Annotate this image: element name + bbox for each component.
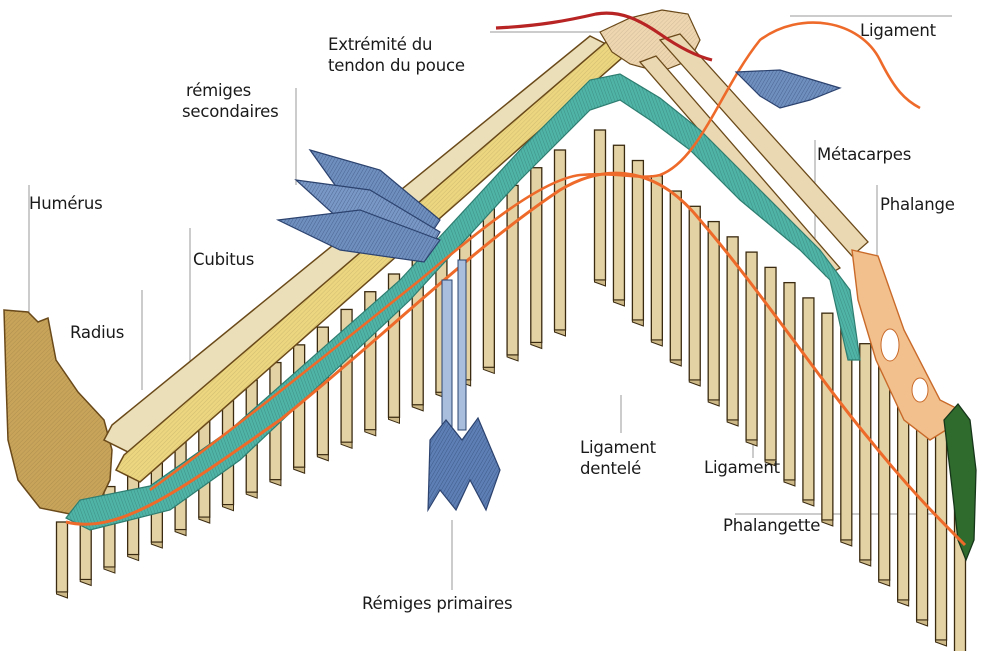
label-line: Ligament bbox=[860, 21, 936, 40]
feather-quill-tip bbox=[594, 279, 606, 287]
tendon-upper bbox=[149, 21, 921, 492]
feather-quill-tip bbox=[482, 366, 495, 375]
label-ligament-dentele: Ligament dentelé bbox=[580, 437, 656, 479]
feather-quill-tip bbox=[79, 579, 92, 587]
phalange-hole bbox=[880, 328, 900, 362]
label-line: Cubitus bbox=[193, 250, 255, 269]
feather-quill-tip bbox=[897, 599, 910, 607]
feather-quill-tip bbox=[103, 566, 116, 574]
primary-feather bbox=[427, 259, 501, 513]
feather-quill bbox=[553, 149, 567, 331]
feather-quill-tip bbox=[802, 499, 815, 507]
label-metacarpes: Métacarpes bbox=[817, 144, 911, 165]
feather-quills bbox=[55, 129, 967, 651]
feather-quill bbox=[878, 358, 891, 581]
label-line: dentelé bbox=[580, 459, 642, 478]
label-line: Ligament bbox=[704, 458, 780, 477]
feather-quill bbox=[859, 343, 872, 561]
secondary-feathers bbox=[275, 148, 441, 263]
feather-quill-tip bbox=[840, 539, 853, 547]
feather-quill-tip bbox=[554, 329, 566, 337]
label-line: rémiges bbox=[186, 81, 252, 100]
feather-quill bbox=[783, 281, 796, 481]
feather-quill bbox=[650, 175, 663, 341]
feather-quill bbox=[593, 129, 607, 281]
alula-feather bbox=[734, 69, 842, 109]
feather-quill-tip bbox=[530, 341, 543, 350]
feather-quill-tip bbox=[612, 299, 625, 307]
phalange-hole-2 bbox=[911, 377, 929, 403]
label-remiges-primaires: Rémiges primaires bbox=[362, 593, 513, 614]
label-line: Rémiges primaires bbox=[362, 594, 513, 613]
feather-quill-tip bbox=[878, 579, 891, 587]
feather-quill-tip bbox=[411, 404, 424, 412]
metacarpal-bone bbox=[658, 33, 869, 257]
label-phalangette: Phalangette bbox=[723, 515, 820, 536]
label-ligament-bottom: Ligament bbox=[704, 457, 780, 478]
feather-quill bbox=[707, 220, 720, 401]
feather-quill-tip bbox=[269, 479, 282, 487]
feather-quill bbox=[802, 297, 815, 501]
label-ligament-top: Ligament bbox=[860, 20, 936, 41]
feather-quill-tip bbox=[222, 504, 234, 512]
label-line: tendon du pouce bbox=[328, 56, 465, 75]
feather-quill-tip bbox=[388, 416, 400, 425]
label-line: Ligament bbox=[580, 438, 656, 457]
feather-quill-tip bbox=[245, 491, 258, 499]
feather-quill-tip bbox=[669, 359, 682, 367]
feather-quill-tip bbox=[340, 441, 353, 449]
feather-quill bbox=[631, 159, 645, 321]
label-line: Radius bbox=[70, 323, 125, 342]
feather-quill-tip bbox=[631, 319, 644, 327]
feather-quill-tip bbox=[174, 529, 187, 537]
label-radius: Radius bbox=[70, 322, 124, 343]
feather-quill-tip bbox=[150, 541, 163, 549]
feather-quill bbox=[55, 521, 69, 593]
label-remiges-secondaires: rémiges secondaires bbox=[182, 80, 279, 122]
label-cubitus: Cubitus bbox=[193, 249, 254, 270]
feather-quill bbox=[821, 312, 834, 521]
feather-quill-tip bbox=[650, 339, 663, 347]
tendon-pouce-red bbox=[495, 11, 713, 62]
feather-quill-tip bbox=[821, 519, 834, 527]
label-line: Extrémité du bbox=[328, 35, 433, 54]
feather-quill-tip bbox=[745, 439, 758, 447]
label-line: Phalangette bbox=[723, 516, 821, 535]
feather-quill-tip bbox=[316, 454, 329, 462]
feather-quill-tip bbox=[726, 419, 739, 427]
feather-quill-tip bbox=[56, 591, 68, 599]
feather-quill bbox=[669, 190, 682, 361]
label-phalange: Phalange bbox=[880, 194, 955, 215]
feather-quill-tip bbox=[707, 399, 720, 407]
feather-quill-tip bbox=[688, 379, 701, 387]
feather-quill-tip bbox=[783, 479, 796, 487]
label-humerus: Humérus bbox=[29, 193, 103, 214]
phalangette-claw bbox=[943, 402, 977, 562]
feather-quill-tip bbox=[935, 639, 948, 647]
feather-quill-tip bbox=[916, 619, 929, 627]
label-line: Humérus bbox=[29, 194, 103, 213]
label-extremite-tendon-pouce: Extrémité du tendon du pouce bbox=[328, 34, 465, 76]
feather-quill bbox=[688, 205, 701, 381]
feather-quill-tip bbox=[198, 516, 211, 524]
feather-quill bbox=[612, 144, 626, 301]
feather-quill-tip bbox=[764, 459, 777, 467]
feather-quill bbox=[764, 266, 777, 461]
label-line: secondaires bbox=[182, 102, 279, 121]
feather-quill-tip bbox=[859, 559, 872, 567]
feather-quill-tip bbox=[506, 354, 519, 362]
label-line: Métacarpes bbox=[817, 145, 912, 164]
feather-quill-tip bbox=[293, 466, 306, 474]
label-line: Phalange bbox=[880, 195, 955, 214]
feather-quill-tip bbox=[364, 429, 377, 437]
leader-lines bbox=[28, 15, 952, 590]
feather-quill-tip bbox=[127, 554, 140, 562]
